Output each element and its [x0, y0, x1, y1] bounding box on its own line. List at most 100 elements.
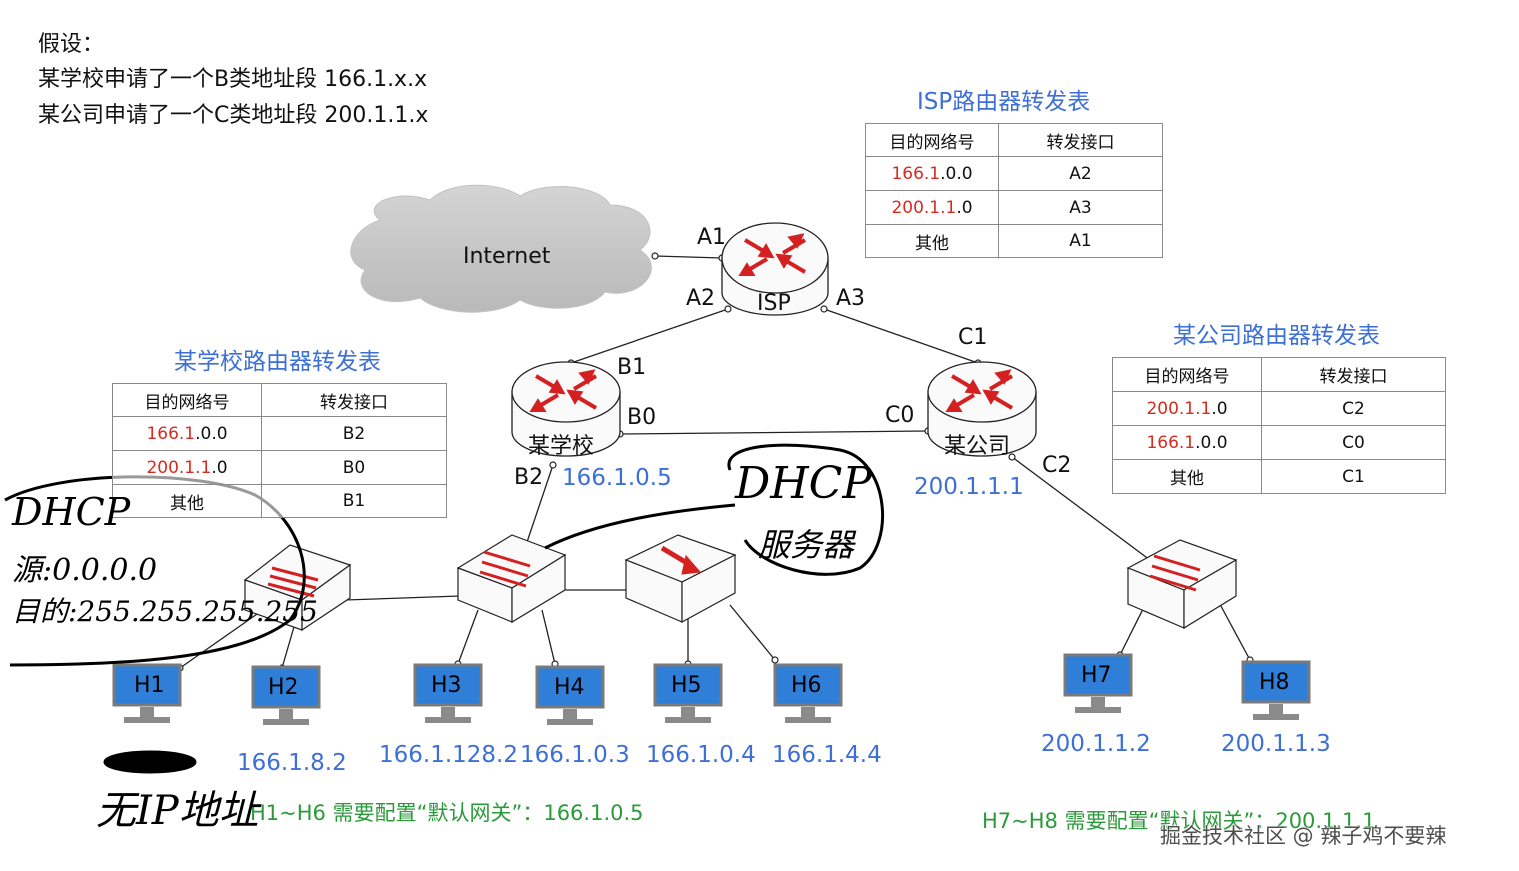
link-internet-isp [654, 255, 723, 259]
port-c1-label: C1 [958, 325, 988, 350]
host-h8-icon [1241, 660, 1311, 720]
watermark-text: 掘金技术社区 @ 辣子鸡不要辣 [1160, 824, 1447, 848]
premise-line-1: 假设： [38, 32, 105, 57]
premise-line-2: 某学校申请了一个B类地址段 166.1.x.x [38, 67, 428, 92]
school-header-net: 目的网络号 [112, 383, 262, 417]
handwritten-dhcp-server-line1: DHCP [735, 458, 872, 509]
host-h4-name: H4 [554, 675, 585, 700]
isp-row-3-net: 其他 [865, 224, 999, 258]
school-row-2-net: 200.1.1.0 [112, 450, 262, 485]
host-h7-name: H7 [1081, 663, 1112, 688]
internet-label: Internet [463, 244, 551, 269]
host-h4-icon [535, 665, 605, 725]
host-h3-name: H3 [431, 673, 462, 698]
host-h6-name: H6 [791, 673, 822, 698]
host-h6-ip: 166.1.4.4 [772, 742, 882, 768]
handwritten-dhcp-server-line2: 服务器 [758, 526, 855, 564]
host-h1-icon [112, 663, 182, 723]
link-switch3-h6 [729, 604, 776, 661]
host-h4-ip: 166.1.0.3 [520, 742, 630, 768]
company-table-title: 某公司路由器转发表 [1173, 323, 1380, 349]
link-switch1-switch2 [344, 595, 461, 601]
port-b0-label: B0 [627, 405, 657, 430]
isp-router-label: ISP [757, 291, 791, 316]
port-c0-label: C0 [885, 403, 915, 428]
link-school-company [619, 430, 929, 435]
handwritten-dhcp-title: DHCP [12, 490, 131, 534]
isp-row-1-iface: A2 [998, 156, 1163, 191]
school-table-title: 某学校路由器转发表 [174, 349, 381, 375]
handwritten-strokes [4, 443, 885, 774]
host-h1-name: H1 [134, 673, 165, 698]
links [179, 255, 1251, 669]
port-b2-label: B2 [514, 465, 544, 490]
host-h3-ip: 166.1.128.2 [379, 742, 518, 768]
premise-line-3: 某公司申请了一个C类地址段 200.1.1.x [38, 103, 429, 128]
link-switch2-h4 [541, 609, 556, 665]
school-row-3-net: 其他 [112, 484, 262, 518]
company-router-label: 某公司 [944, 434, 1011, 459]
school-row-1-iface: B2 [261, 416, 447, 451]
isp-header-net: 目的网络号 [865, 123, 999, 157]
school-row-2-iface: B0 [261, 450, 447, 485]
port-a2-label: A2 [686, 286, 716, 311]
handwritten-no-ip: 无IP地址 [96, 788, 259, 834]
port-a1-label: A1 [697, 225, 727, 250]
host-h6-icon [773, 663, 843, 723]
company-row-1-net: 200.1.1.0 [1112, 391, 1262, 426]
host-h7-icon [1063, 653, 1133, 713]
switch-1-icon [243, 544, 352, 632]
switch-4-icon [1126, 539, 1238, 630]
handwritten-dhcp-source: 源:0.0.0.0 [12, 553, 158, 588]
isp-header-iface: 转发接口 [998, 123, 1163, 157]
host-h7-ip: 200.1.1.2 [1041, 731, 1151, 757]
gateway-note-company: H7~H8 需要配置“默认网关”：200.1.1.1 [982, 809, 1376, 833]
isp-row-1-net: 166.1.0.0 [865, 156, 999, 191]
company-header-iface: 转发接口 [1261, 357, 1446, 392]
internet-cloud [350, 184, 652, 313]
host-h3-icon [413, 663, 483, 723]
school-router-ip: 166.1.0.5 [562, 465, 672, 491]
company-row-1-iface: C2 [1261, 391, 1446, 426]
link-switch1-h2 [281, 619, 297, 669]
school-row-1-net: 166.1.0.0 [112, 416, 262, 451]
company-header-net: 目的网络号 [1112, 357, 1262, 392]
port-c2-label: C2 [1042, 453, 1072, 478]
link-switch1-h1 [179, 604, 271, 669]
school-router-icon [511, 361, 621, 457]
company-row-3-net: 其他 [1112, 459, 1262, 494]
isp-row-3-iface: A1 [998, 224, 1163, 258]
gateway-note-school: H1~H6 需要配置“默认网关”：166.1.0.5 [250, 801, 644, 825]
company-router-ip: 200.1.1.1 [914, 474, 1024, 500]
school-header-iface: 转发接口 [261, 383, 447, 417]
isp-row-2-iface: A3 [998, 190, 1163, 225]
host-h8-ip: 200.1.1.3 [1221, 731, 1331, 757]
company-router-icon [927, 361, 1037, 457]
host-h5-name: H5 [671, 673, 702, 698]
host-h8-name: H8 [1259, 670, 1290, 695]
link-school-switch2 [524, 464, 554, 549]
dhcp-server-pointer [544, 503, 736, 550]
school-row-3-iface: B1 [261, 484, 447, 518]
isp-row-2-net: 200.1.1.0 [865, 190, 999, 225]
link-switch2-h3 [457, 609, 479, 665]
host-h5-ip: 166.1.0.4 [646, 742, 756, 768]
host-h2-name: H2 [268, 675, 299, 700]
school-router-label: 某学校 [528, 434, 595, 459]
isp-table-title: ISP路由器转发表 [917, 89, 1091, 115]
port-a3-label: A3 [836, 286, 866, 311]
switch-2-icon [456, 534, 567, 624]
dhcp-server-loop [727, 443, 885, 576]
host-h5-icon [653, 663, 723, 723]
link-isp-school [570, 308, 729, 364]
company-row-2-iface: C0 [1261, 425, 1446, 460]
isp-router-icon [721, 222, 829, 316]
host-h2-ip: 166.1.8.2 [237, 750, 347, 776]
handwritten-dhcp-destination: 目的:255.255.255.255 [12, 595, 318, 628]
link-company-switch4 [1011, 456, 1151, 561]
company-row-2-net: 166.1.0.0 [1112, 425, 1262, 460]
